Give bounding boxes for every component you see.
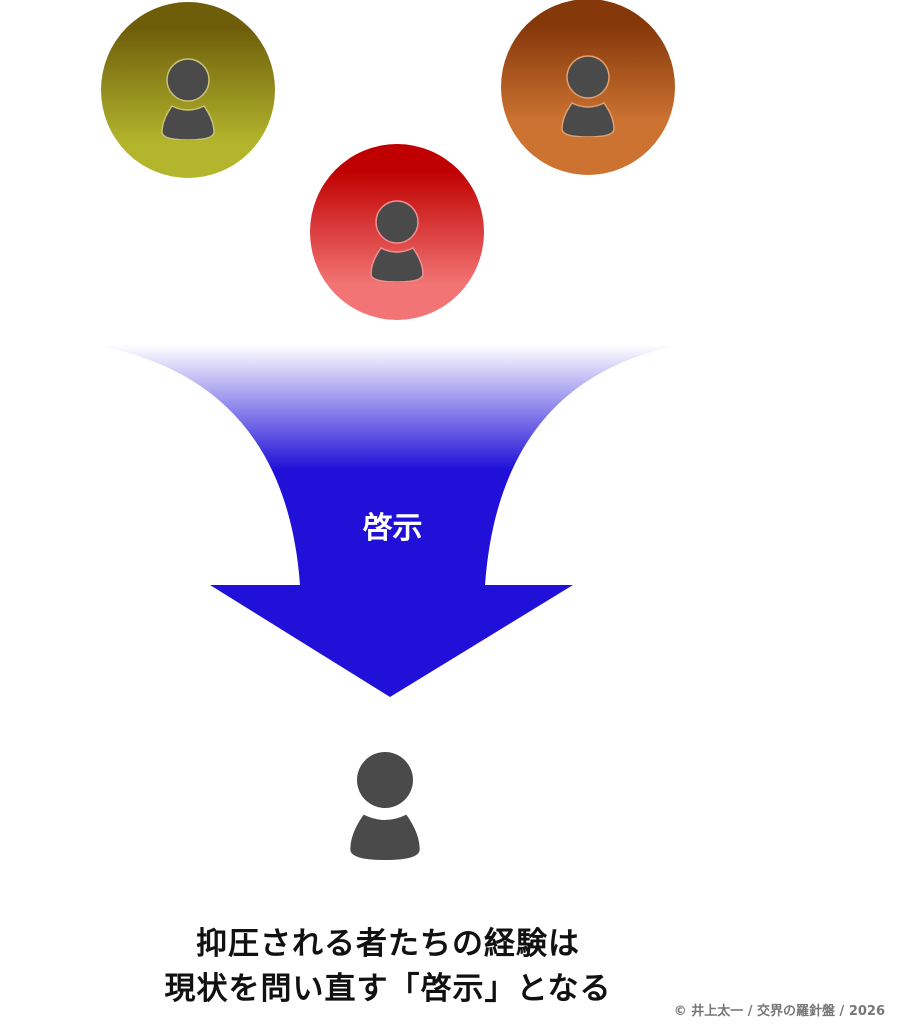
arrow-label: 啓示 [362, 511, 423, 546]
person-circle-orange [501, 0, 675, 175]
person-circle-red [310, 144, 484, 320]
person-circle-olive [101, 2, 275, 178]
recipient-person-icon [350, 752, 420, 860]
caption-line-2: 現状を問い直す「啓示」となる [164, 971, 612, 1007]
copyright-credit: © 井上太一 / 交界の羅針盤 / 2026 [673, 1004, 885, 1019]
funnel-arrow [95, 345, 680, 697]
caption-line-1: 抑圧される者たちの経験は [196, 926, 580, 962]
